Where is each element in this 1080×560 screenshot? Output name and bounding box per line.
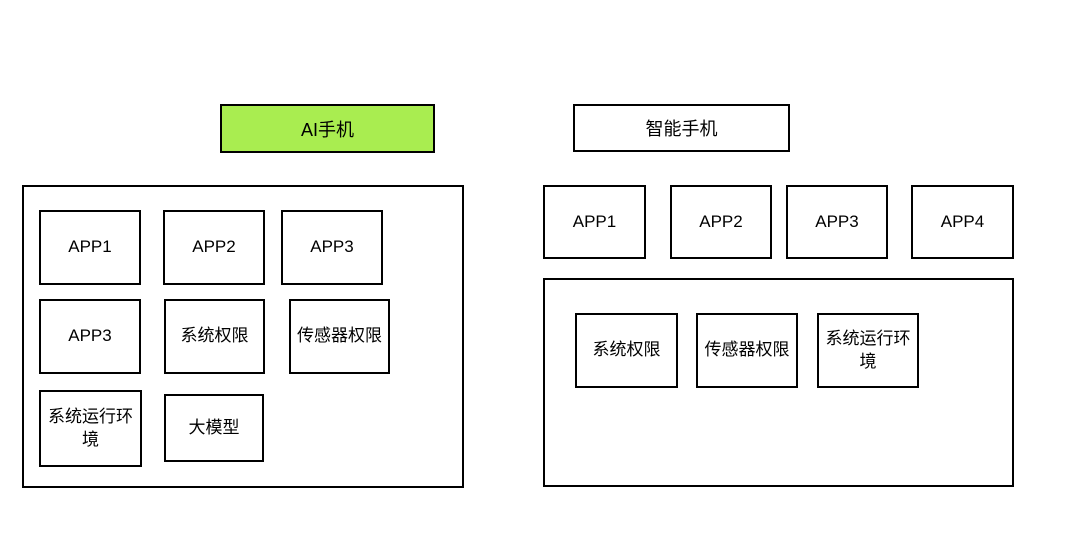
smart-phone-title: 智能手机 [573, 104, 790, 152]
ai-large-model-box: 大模型 [164, 394, 264, 462]
ai-phone-container: APP1 APP2 APP3 APP3 系统权限 传感器权限 系统运行环境 大模… [22, 185, 464, 488]
sp-runtime-env-box: 系统运行环境 [817, 313, 919, 388]
ai-app3b-box: APP3 [39, 299, 141, 374]
ai-phone-title: AI手机 [220, 104, 435, 153]
sp-app4-box: APP4 [911, 185, 1014, 259]
sp-app2-box: APP2 [670, 185, 772, 259]
sp-system-permission-box: 系统权限 [575, 313, 678, 388]
ai-system-permission-box: 系统权限 [164, 299, 265, 374]
ai-sensor-permission-box: 传感器权限 [289, 299, 390, 374]
smart-phone-container: 系统权限 传感器权限 系统运行环境 [543, 278, 1014, 487]
sp-sensor-permission-box: 传感器权限 [696, 313, 798, 388]
ai-runtime-env-box: 系统运行环境 [39, 390, 142, 467]
ai-app3-box: APP3 [281, 210, 383, 285]
sp-app3-box: APP3 [786, 185, 888, 259]
ai-app2-box: APP2 [163, 210, 265, 285]
sp-app1-box: APP1 [543, 185, 646, 259]
ai-app1-box: APP1 [39, 210, 141, 285]
